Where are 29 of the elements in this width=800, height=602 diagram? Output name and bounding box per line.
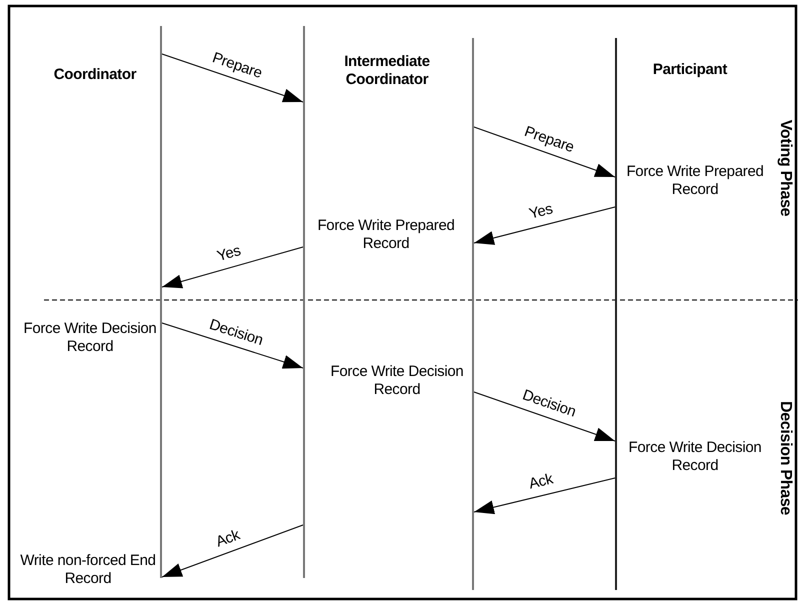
message-arrow — [162, 322, 304, 369]
message-label: Ack — [528, 472, 556, 493]
phase-label: Voting Phase — [776, 120, 794, 216]
log-action-note: Force Write Prepared Record — [316, 217, 456, 253]
message-arrow — [474, 392, 616, 442]
log-action-note: Force Write Prepared Record — [625, 163, 765, 199]
message-label: Prepare — [210, 50, 264, 82]
message-label: Yes — [528, 202, 555, 224]
lifeline — [160, 26, 162, 578]
log-action-note: Force Write Decision Record — [628, 439, 762, 475]
log-action-note: Write non-forced End Record — [19, 552, 157, 588]
message-arrow — [474, 126, 616, 178]
message-arrow — [474, 478, 616, 514]
participant-heading: Intermediate Coordinator — [343, 53, 431, 89]
lifeline — [472, 38, 474, 590]
message-label: Ack — [214, 527, 242, 550]
participant-heading: Coordinator — [52, 66, 138, 84]
message-arrow — [162, 524, 304, 578]
message-label: Prepare — [522, 124, 576, 156]
log-action-note: Force Write Decision Record — [22, 320, 158, 356]
lifeline — [303, 26, 305, 578]
participant-heading: Participant — [652, 61, 728, 79]
message-arrow — [474, 206, 616, 245]
message-arrow — [162, 246, 304, 288]
log-action-note: Force Write Decision Record — [330, 363, 464, 399]
message-arrow — [162, 54, 304, 102]
phase-label: Decision Phase — [776, 400, 794, 516]
lifeline — [615, 38, 617, 590]
message-label: Yes — [215, 244, 242, 266]
